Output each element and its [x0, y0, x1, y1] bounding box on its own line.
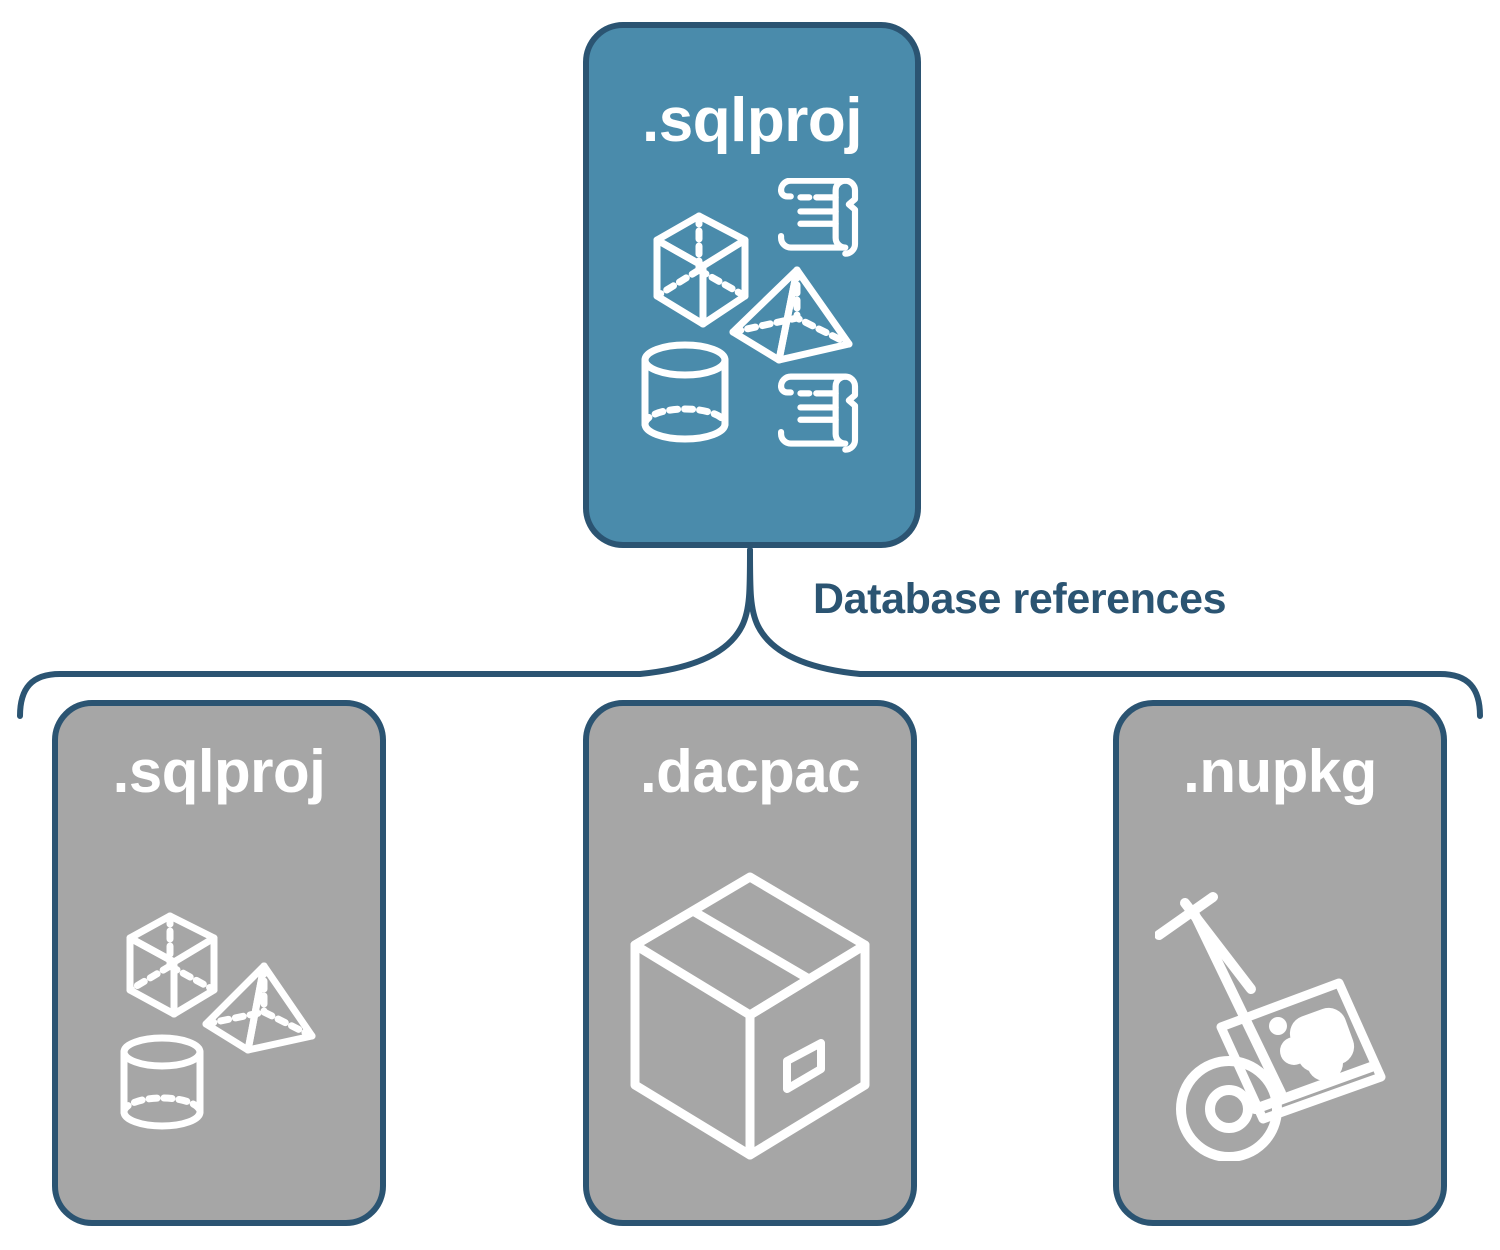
nuget-logo-mark: [1269, 1007, 1355, 1081]
node-ref-sqlproj-label: .sqlproj: [112, 738, 326, 805]
package-box-icon: [630, 872, 870, 1160]
node-ref-dacpac-label: .dacpac: [640, 738, 860, 805]
pyramid-wireframe-icon: [729, 266, 853, 364]
package-box-svg: [630, 872, 870, 1160]
root-shapes-svg: [641, 178, 859, 453]
scroll-icon: [777, 373, 859, 453]
cylinder-wireframe-icon: [641, 341, 729, 443]
node-ref-sqlproj[interactable]: .sqlproj: [52, 700, 386, 1226]
node-root-icon-group: [589, 178, 915, 458]
ref-sqlproj-shapes-svg: [120, 912, 316, 1130]
node-ref-dacpac-icon-group: [589, 826, 911, 1206]
brace-label: Database references: [813, 575, 1227, 623]
node-ref-dacpac[interactable]: .dacpac: [583, 700, 917, 1226]
cylinder-wireframe-icon: [120, 1034, 204, 1130]
node-ref-nupkg-label: .nupkg: [1183, 738, 1377, 805]
scroll-icon: [777, 178, 859, 257]
node-ref-nupkg-icon-group: [1119, 826, 1441, 1206]
node-ref-sqlproj-icon-group: [58, 856, 380, 1186]
pyramid-wireframe-icon: [202, 962, 316, 1054]
node-ref-nupkg[interactable]: .nupkg: [1113, 700, 1447, 1226]
node-root-label: .sqlproj: [642, 86, 862, 155]
cube-wireframe-icon: [126, 912, 218, 1018]
cube-wireframe-icon: [653, 212, 749, 328]
node-root-sqlproj[interactable]: .sqlproj: [583, 22, 921, 548]
hand-truck-svg: [1155, 892, 1386, 1161]
hand-truck-package-icon: [1155, 892, 1386, 1161]
